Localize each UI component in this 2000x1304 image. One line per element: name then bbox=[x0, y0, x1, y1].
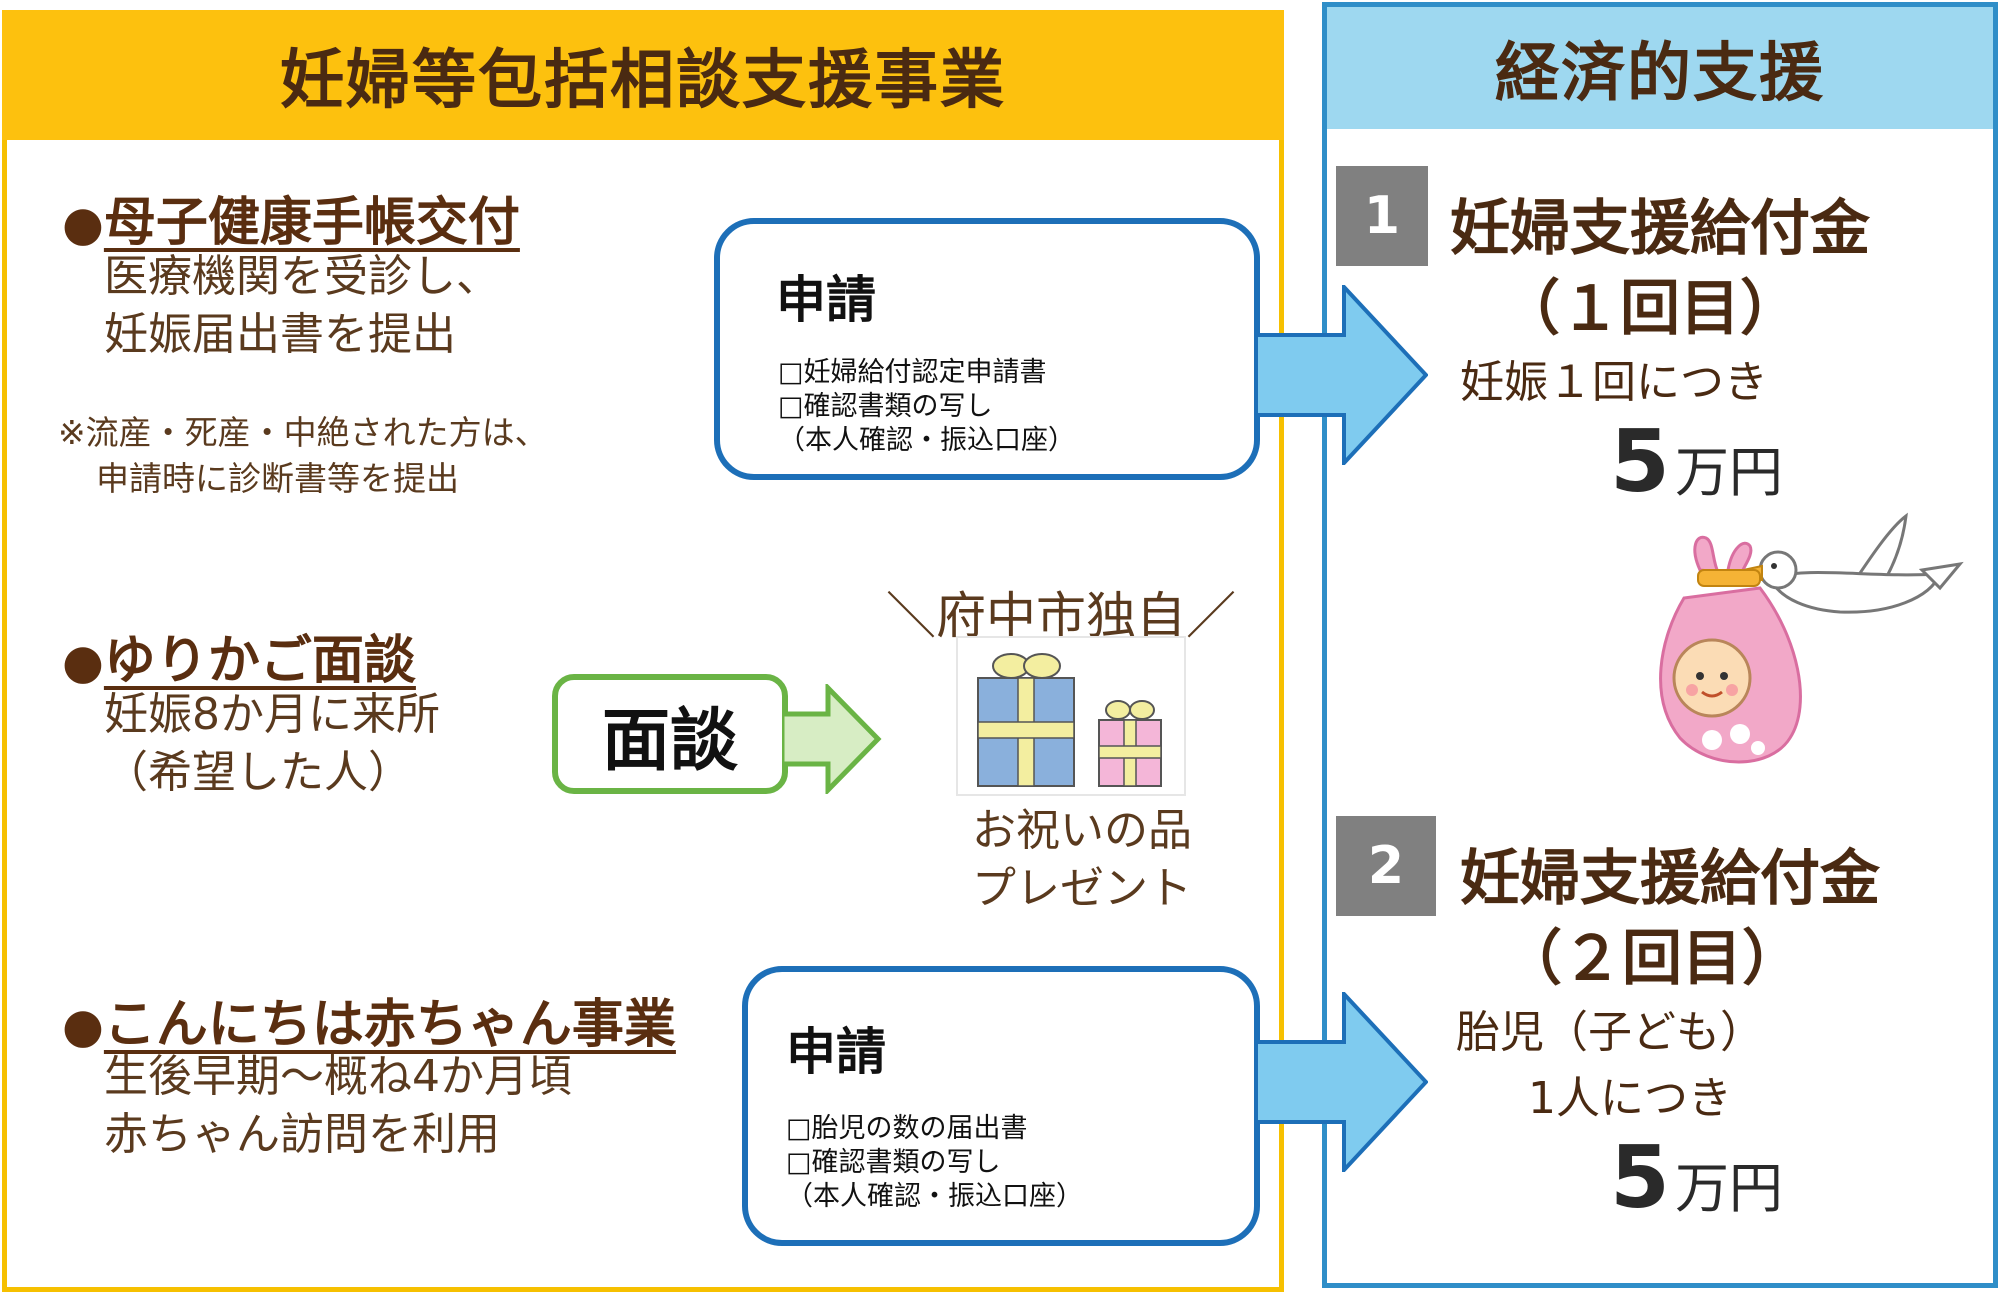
right-header: 経済的支援 bbox=[1327, 7, 1993, 129]
gift-caption-line: プレゼント bbox=[972, 863, 1192, 914]
benefit-title: 妊婦支援給付金 bbox=[1460, 844, 1880, 914]
right-header-title: 経済的支援 bbox=[1495, 37, 1825, 111]
description-line: 赤ちゃん訪問を利用 bbox=[104, 1109, 500, 1160]
application-box-2: 申請 □胎児の数の届出書 □確認書類の写し （本人確認・振込口座） bbox=[742, 966, 1260, 1246]
section-description: 妊娠8か月に来所 （希望した人） bbox=[104, 686, 440, 802]
benefit-amount: 5 万円 bbox=[1610, 412, 1783, 512]
note-line: 申請時に診断書等を提出 bbox=[96, 459, 459, 498]
arrow-right-icon bbox=[1256, 992, 1428, 1172]
note-line: ※流産・死産・中絶された方は、 bbox=[58, 413, 548, 452]
benefit-number-badge: 2 bbox=[1336, 816, 1436, 916]
benefit-condition: 1人につき bbox=[1528, 1073, 1732, 1124]
description-line: 妊娠届出書を提出 bbox=[104, 309, 456, 360]
description-line: 生後早期～概ね4か月頃 bbox=[104, 1051, 572, 1102]
amount-number: 5 bbox=[1610, 412, 1670, 512]
bullet-dot: ● bbox=[62, 998, 104, 1054]
bullet-dot: ● bbox=[62, 634, 104, 690]
section-hello-baby: ●こんにちは赤ちゃん事業 bbox=[62, 982, 676, 1057]
interview-label: 面談 bbox=[601, 701, 738, 781]
application-title: 申請 bbox=[786, 1023, 886, 1081]
left-header: 妊婦等包括相談支援事業 bbox=[2, 10, 1284, 140]
arrow-right-icon bbox=[1256, 285, 1428, 465]
benefit-number-badge: 1 bbox=[1336, 166, 1428, 266]
amount-unit: 万円 bbox=[1674, 441, 1783, 504]
section-title: ゆりかご面談 bbox=[103, 631, 416, 691]
arrow-right-icon bbox=[782, 684, 882, 794]
description-line: 妊娠8か月に来所 bbox=[104, 689, 440, 740]
section-maternal-handbook: ●母子健康手帳交付 bbox=[62, 180, 520, 255]
benefit-amount: 5 万円 bbox=[1610, 1128, 1783, 1228]
benefit-condition: 妊娠１回につき bbox=[1460, 357, 1768, 408]
stork-baby-icon bbox=[1659, 512, 1964, 764]
gift-caption-line: お祝いの品 bbox=[972, 805, 1192, 856]
fuchu-original-label: ＼府中市独自／ bbox=[886, 587, 1236, 645]
section-note: ※流産・死産・中絶された方は、 申請時に診断書等を提出 bbox=[58, 410, 548, 502]
benefit-subtitle: （２回目） bbox=[1502, 924, 1802, 994]
section-description: 医療機関を受診し、 妊娠届出書を提出 bbox=[104, 248, 500, 364]
benefit-condition: 胎児（子ども） bbox=[1456, 1007, 1764, 1058]
description-line: （希望した人） bbox=[104, 747, 412, 798]
section-description: 生後早期～概ね4か月頃 赤ちゃん訪問を利用 bbox=[104, 1048, 572, 1164]
application-item: （本人確認・振込口座） bbox=[778, 425, 1075, 456]
bullet-dot: ● bbox=[62, 196, 104, 252]
application-box-1: 申請 □妊婦給付認定申請書 □確認書類の写し （本人確認・振込口座） bbox=[714, 218, 1260, 480]
section-title: 母子健康手帳交付 bbox=[103, 193, 520, 253]
application-items: □妊婦給付認定申請書 □確認書類の写し （本人確認・振込口座） bbox=[778, 356, 1075, 458]
application-item: （本人確認・振込口座） bbox=[786, 1181, 1083, 1212]
gift-box-icon bbox=[956, 636, 1186, 796]
amount-unit: 万円 bbox=[1674, 1157, 1783, 1220]
description-line: 医療機関を受診し、 bbox=[104, 251, 500, 302]
application-items: □胎児の数の届出書 □確認書類の写し （本人確認・振込口座） bbox=[786, 1112, 1083, 1214]
interview-box: 面談 bbox=[552, 674, 788, 794]
section-title: こんにちは赤ちゃん事業 bbox=[103, 995, 676, 1055]
section-cradle-interview: ●ゆりかご面談 bbox=[62, 618, 416, 693]
application-item: □確認書類の写し bbox=[786, 1147, 1001, 1178]
application-item: □妊婦給付認定申請書 bbox=[778, 357, 1047, 388]
application-item: □胎児の数の届出書 bbox=[786, 1113, 1028, 1144]
application-title: 申請 bbox=[776, 271, 876, 329]
benefit-title: 妊婦支援給付金 bbox=[1450, 194, 1870, 264]
benefit-subtitle: （１回目） bbox=[1500, 274, 1800, 344]
left-header-title: 妊婦等包括相談支援事業 bbox=[280, 44, 1006, 118]
amount-number: 5 bbox=[1610, 1128, 1670, 1228]
right-panel bbox=[1322, 2, 1998, 1288]
gift-caption: お祝いの品 プレゼント bbox=[972, 802, 1192, 918]
application-item: □確認書類の写し bbox=[778, 391, 993, 422]
